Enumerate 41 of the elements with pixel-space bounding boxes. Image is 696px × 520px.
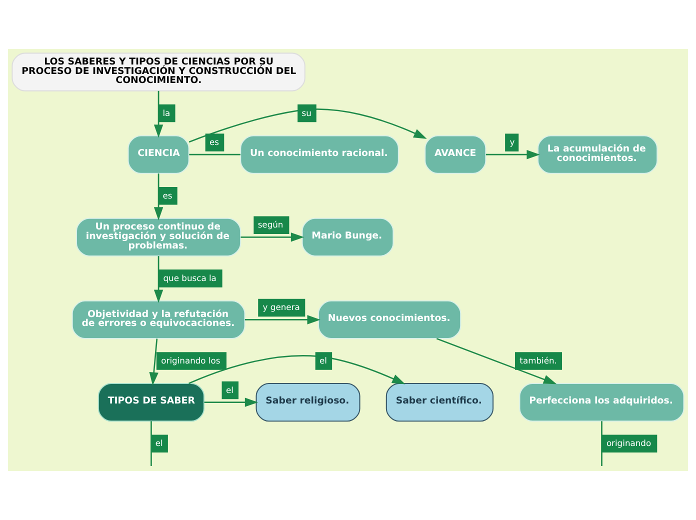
edge-label: según [258, 220, 284, 230]
arrow [436, 338, 557, 384]
node-box: LOS SABERES Y TIPOS DE CIENCIAS POR SU PROCESO DE INVESTIGACIÓN Y CONSTRUCCIÓN DEL CONOCIMIENTO. [12, 52, 306, 92]
edge-label: la [162, 108, 170, 118]
node-box: AVANCE [424, 135, 486, 174]
node-box: Perfecciona los adquiridos. [519, 382, 684, 422]
arrow [188, 355, 406, 384]
node-box: Nuevos conocimientos. [318, 300, 462, 340]
arrow [244, 315, 320, 324]
connector [189, 154, 240, 156]
node-box: Saber religioso. [256, 382, 360, 422]
edge-label: el [226, 384, 234, 395]
node-box: Saber científico. [386, 382, 494, 422]
node-box: Un proceso continuo de investigación y solución de problemas. [76, 218, 242, 256]
edge-label: y genera [262, 302, 300, 312]
node-box: Un conocimiento racional. [240, 135, 399, 174]
edge-label: originando [606, 438, 652, 448]
edge-label: y [510, 137, 515, 148]
arrow [204, 398, 258, 407]
arrow [154, 90, 164, 138]
edge-label: es [162, 190, 172, 200]
node-box: CIENCIA [128, 135, 190, 174]
edge-label: que busca la [163, 272, 216, 283]
connector [601, 421, 602, 466]
arrow [486, 150, 540, 160]
edge-label: su [302, 108, 312, 118]
arrow [154, 173, 164, 220]
connector [150, 421, 152, 466]
node-box: TIPOS DE SABER [98, 382, 205, 422]
arrow [240, 232, 304, 242]
edge-label: también. [520, 356, 557, 366]
node-box: La acumulación de conocimientos. [537, 135, 658, 174]
arrow [154, 256, 164, 303]
edge-label: el [320, 356, 327, 366]
edge-label: es [210, 137, 219, 148]
node-box: Objetividad y la refutación de errores o equivocaciones. [72, 300, 246, 340]
arrow [149, 338, 158, 386]
edge-label: el [155, 438, 163, 448]
node-box: Mario Bunge. [302, 218, 394, 256]
arrow [188, 108, 427, 143]
edge-label: originando los [161, 356, 220, 366]
